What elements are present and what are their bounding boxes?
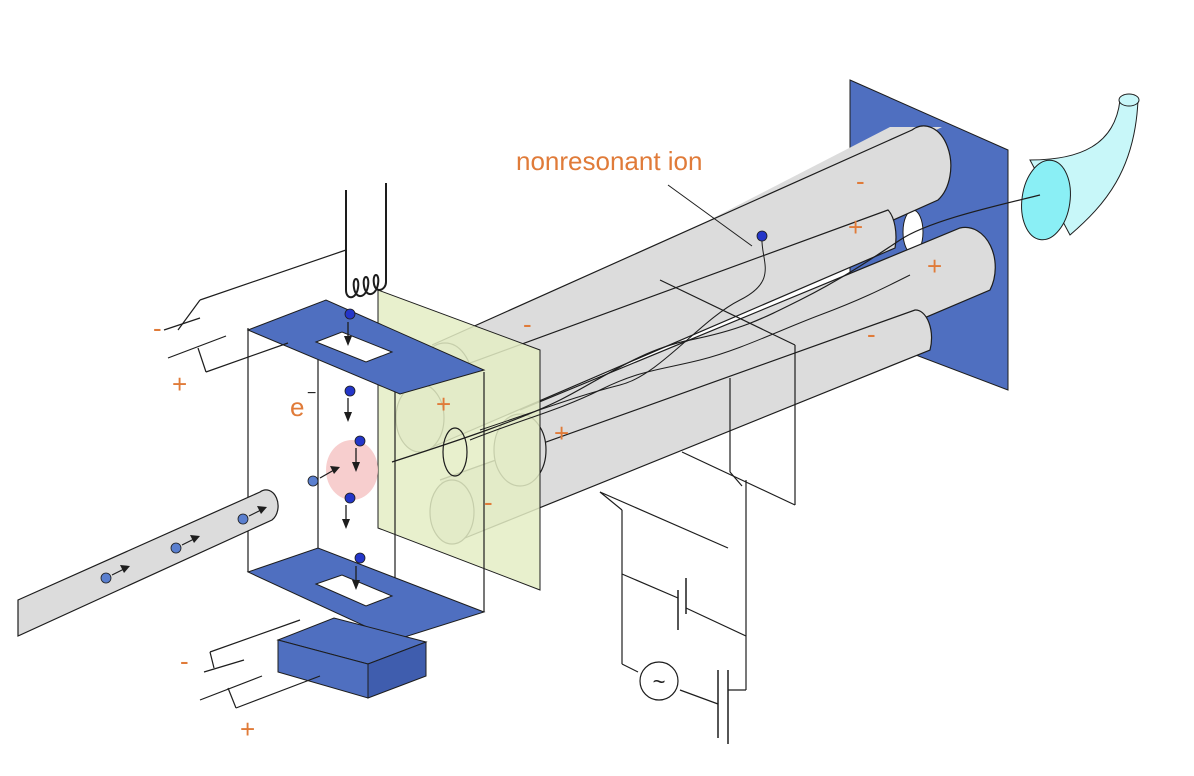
ion-source-box [247, 328, 485, 640]
collector-supply [199, 619, 321, 709]
electron [344, 492, 356, 504]
electron [344, 385, 356, 397]
nonresonant-ion-path [479, 235, 766, 431]
filament-supply-minus: - [153, 313, 162, 343]
rod-top-back-minus-label: - [856, 166, 865, 196]
filament-supply [163, 249, 347, 373]
nonresonant-ion-label: nonresonant ion [516, 146, 702, 176]
lens-aperture [442, 427, 468, 477]
nonresonant-ion-pointer [667, 184, 753, 247]
rod-bottom-minus-label: - [484, 487, 493, 517]
ionized-molecule [307, 466, 340, 487]
collector-supply-plus: + [240, 714, 255, 744]
detector [1021, 93, 1140, 241]
ac-source [639, 661, 679, 701]
electron [354, 435, 366, 447]
rod-middle-plus-label: + [554, 418, 569, 448]
electron-collector-block [276, 617, 428, 699]
sample-molecules [100, 506, 267, 584]
electron-charge-label: − [307, 385, 316, 402]
resonant-ion-path-2 [469, 274, 911, 441]
rod-left-plus-label: + [436, 389, 451, 419]
electron [354, 552, 366, 564]
ac-source-symbol: ~ [653, 669, 666, 694]
sample-inlet-tube [17, 489, 279, 637]
bottom-electrode-plate [246, 547, 486, 641]
rod-top-back-plus-label: + [848, 212, 863, 242]
electron [344, 308, 356, 320]
electron-label: e [290, 392, 304, 422]
collector-supply-minus: - [180, 646, 189, 676]
electron-beam [342, 308, 366, 590]
top-electrode-plate [246, 299, 486, 395]
rod-front-minus-label: - [523, 309, 532, 339]
rod-right-minus-label: - [867, 319, 876, 349]
rod-right-plus-label: + [927, 251, 942, 281]
ionization-region [326, 440, 378, 500]
nonresonant-ion [756, 230, 768, 242]
rf-dc-circuit [599, 279, 796, 744]
filament-supply-plus: + [172, 369, 187, 399]
filament [345, 183, 387, 299]
